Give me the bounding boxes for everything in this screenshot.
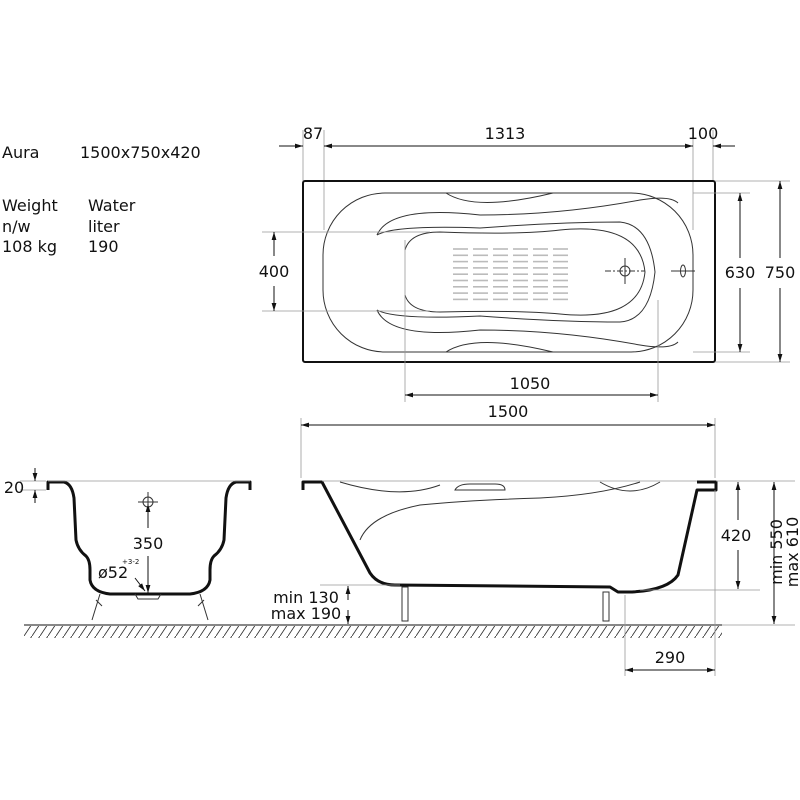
dim-drain-height: 350 <box>133 534 164 553</box>
leg <box>602 591 610 622</box>
model-name: Aura <box>2 143 39 162</box>
water-label: Water <box>88 196 136 215</box>
front-view: 20 350 ø52 +3-2 <box>4 468 252 621</box>
drain-icon <box>605 258 645 284</box>
side-view: min 130 max 190 420 min 550 max 610 290 <box>271 480 800 676</box>
dim-leg-min: min 130 <box>273 588 339 607</box>
floor <box>24 624 722 638</box>
model-size: 1500x750x420 <box>80 143 201 162</box>
dim-right-rim: 100 <box>688 124 719 143</box>
dim-depth: 420 <box>721 526 752 545</box>
dim-total-length: 1500 <box>488 402 529 421</box>
drain-tolerance: +3-2 <box>122 558 139 566</box>
dim-height-max: max 610 <box>783 517 800 587</box>
dim-inner-width: 630 <box>725 263 756 282</box>
weight-unit: n/w <box>2 217 31 236</box>
dim-bottom-length: 1050 <box>510 374 551 393</box>
tub-outline <box>302 180 716 363</box>
leg <box>401 586 409 622</box>
non-slip-pattern <box>453 248 568 301</box>
dim-left-rim: 87 <box>303 124 323 143</box>
weight-value: 108 kg <box>2 237 57 256</box>
dim-backrest: 400 <box>259 262 290 281</box>
overflow-icon <box>671 264 695 278</box>
dim-inner-length: 1313 <box>485 124 526 143</box>
spec-table: Aura 1500x750x420 Weight Water n/w liter… <box>2 143 201 256</box>
water-unit: liter <box>88 217 120 236</box>
drain-diameter: ø52 <box>98 563 128 582</box>
top-view: 87 1313 100 400 630 <box>259 124 796 478</box>
dim-leg-max: max 190 <box>271 604 341 623</box>
dim-height-min: min 550 <box>767 519 786 585</box>
dim-leg-offset: 290 <box>655 648 686 667</box>
water-value: 190 <box>88 237 119 256</box>
dim-rim: 20 <box>4 478 24 497</box>
basin-outline <box>322 192 694 353</box>
dim-outer-width: 750 <box>765 263 796 282</box>
weight-label: Weight <box>2 196 58 215</box>
